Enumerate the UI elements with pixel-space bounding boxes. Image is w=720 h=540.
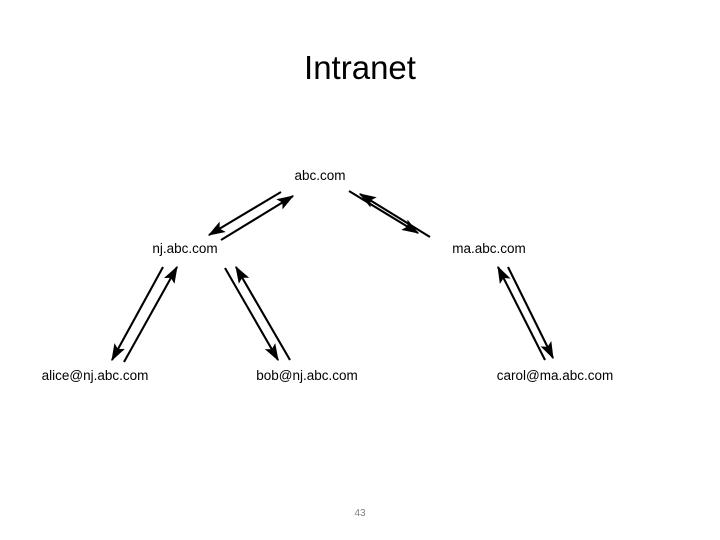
page-title: Intranet	[304, 49, 416, 86]
node-label-ma-abc-com: ma.abc.com	[452, 241, 526, 256]
arrow-bob-to-nj	[235, 265, 291, 361]
arrow-alice-to-nj	[123, 265, 178, 363]
page-number: 43	[354, 508, 366, 519]
node-label-carol: carol@ma.abc.com	[496, 368, 614, 383]
node-label-abc-com: abc.com	[294, 168, 346, 183]
arrow-ma-to-carol	[507, 266, 554, 360]
arrow-root-to-nj	[207, 191, 282, 236]
arrow-carol-to-ma	[497, 265, 546, 361]
node-label-nj-abc-com: nj.abc.com	[152, 241, 218, 256]
arrow-nj-to-bob	[224, 267, 279, 362]
arrow-ma-to-root	[358, 193, 431, 238]
arrow-nj-to-alice	[111, 266, 164, 362]
arrow-nj-to-root	[220, 195, 295, 241]
arrow-root-to-ma	[348, 190, 420, 234]
node-label-bob: bob@nj.abc.com	[256, 368, 358, 383]
node-label-alice: alice@nj.abc.com	[41, 368, 149, 383]
